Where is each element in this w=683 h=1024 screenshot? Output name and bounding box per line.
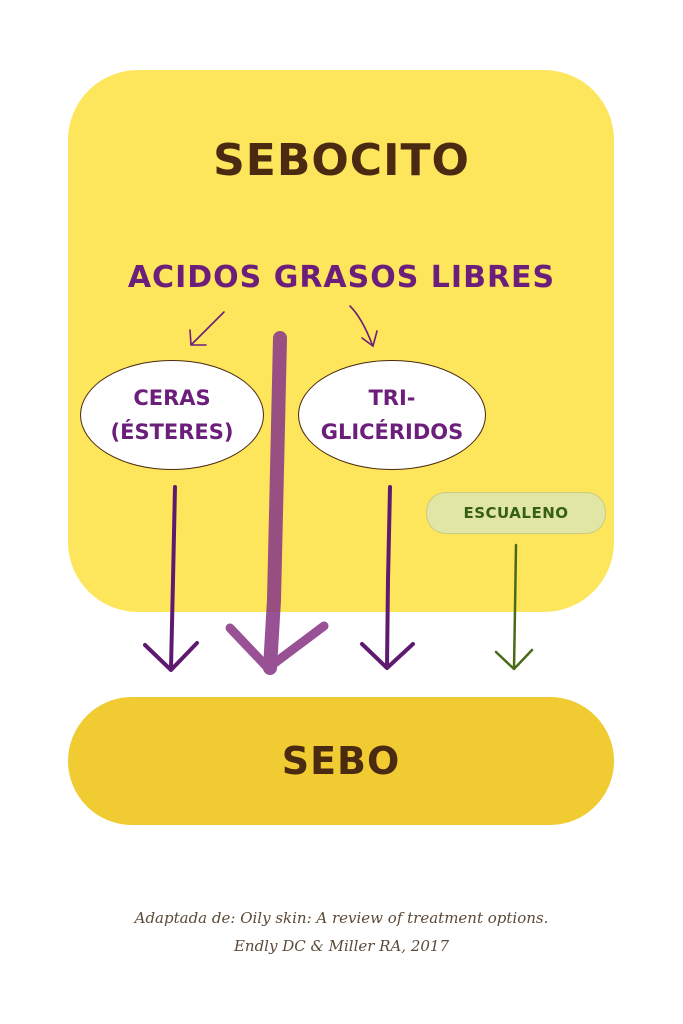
fatty-acids-label: ACIDOS GRASOS LIBRES bbox=[127, 260, 556, 295]
arrow-ceras-to-sebo bbox=[143, 485, 199, 672]
ceras-line2: (ÉSTERES) bbox=[110, 420, 234, 444]
escualeno-node: ESCUALENO bbox=[426, 492, 606, 534]
trigliceridos-line1: TRI- bbox=[368, 386, 416, 410]
arrow-tri-to-sebo bbox=[360, 485, 415, 670]
sebo-label: SEBO bbox=[281, 739, 401, 783]
trigliceridos-line2: GLICÉRIDOS bbox=[320, 420, 464, 444]
ceras-node: CERAS (ÉSTERES) bbox=[80, 360, 264, 470]
arrow-escualeno-to-sebo bbox=[494, 543, 534, 671]
arrow-fa-to-sebo bbox=[225, 331, 329, 675]
sebocyte-title: SEBOCITO bbox=[213, 135, 470, 186]
citation: Adaptada de: Oily skin: A review of trea… bbox=[0, 904, 683, 960]
arrow-fa-to-tri bbox=[349, 305, 378, 348]
trigliceridos-node: TRI- GLICÉRIDOS bbox=[298, 360, 486, 470]
arrow-fa-to-ceras bbox=[189, 311, 225, 346]
sebo-box: SEBO bbox=[68, 697, 614, 825]
citation-line1: Adaptada de: Oily skin: A review of trea… bbox=[134, 909, 549, 927]
ceras-line1: CERAS bbox=[133, 386, 211, 410]
citation-line2: Endly DC & Miller RA, 2017 bbox=[233, 937, 450, 955]
